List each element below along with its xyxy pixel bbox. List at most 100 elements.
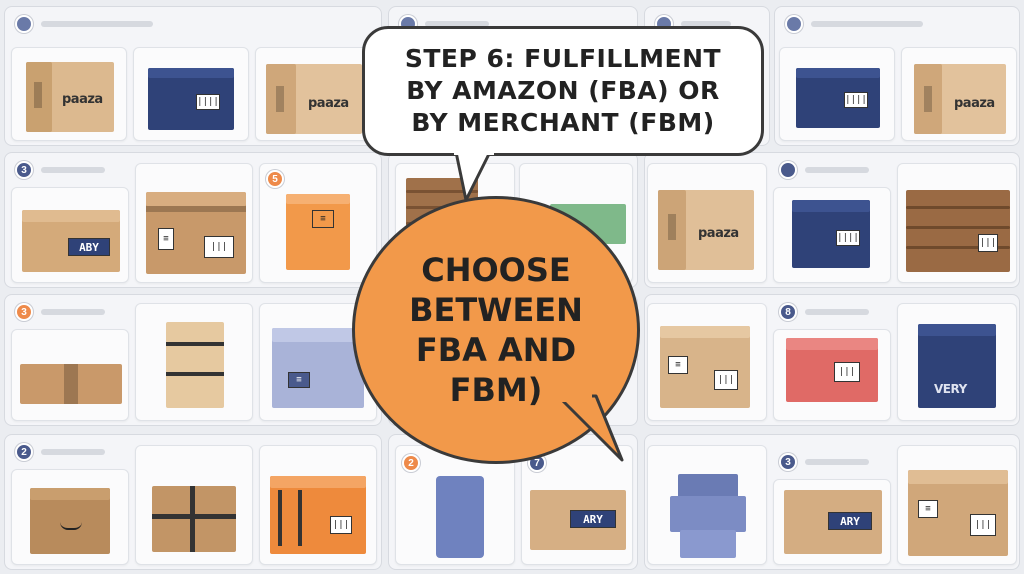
panel-r3-right[interactable]: ≡ ||| 8 ||| VERY: [644, 294, 1020, 426]
step-badge: 2: [402, 454, 420, 472]
placeholder-bar: [805, 309, 869, 315]
shipping-label: |||: [970, 514, 996, 536]
navy-box: VERY: [918, 324, 996, 408]
kraft-box: ARY: [784, 490, 882, 554]
shipping-label: ≡: [288, 372, 310, 388]
orange-box: |||: [270, 476, 366, 554]
panel-r1-far[interactable]: |||| paaza: [774, 6, 1020, 146]
callout-line-1: CHOOSE: [421, 251, 571, 289]
step-badge: 5: [266, 170, 284, 188]
orange-box: ≡: [286, 194, 350, 270]
navy-box: ||||: [792, 200, 870, 268]
red-box: |||: [786, 338, 878, 402]
product-card[interactable]: ||||: [133, 47, 249, 141]
product-card[interactable]: [135, 445, 253, 565]
brick-crate: |||: [906, 190, 1010, 272]
product-card[interactable]: ≡ |||: [897, 445, 1017, 565]
kraft-box: ARY: [530, 490, 626, 550]
panel-r1-left[interactable]: paaza |||| paaza: [4, 6, 382, 146]
shipping-label: ARY: [570, 510, 616, 528]
product-card[interactable]: [135, 303, 253, 421]
robot-box: [670, 474, 746, 558]
product-card[interactable]: [11, 469, 129, 565]
callout-line-3: FBA AND: [415, 331, 577, 369]
shipping-label: |||: [204, 236, 234, 258]
product-card[interactable]: |||: [897, 163, 1017, 283]
shipping-label: |||: [978, 234, 998, 252]
navy-box: ||||: [796, 68, 880, 128]
panel-r3-left[interactable]: 3 ≡: [4, 294, 382, 426]
smile-logo: [60, 522, 82, 530]
product-card[interactable]: paaza: [647, 163, 767, 283]
placeholder-bar: [681, 21, 731, 27]
box-brand-text: paaza: [62, 92, 103, 107]
product-card[interactable]: paaza: [11, 47, 127, 141]
product-card[interactable]: ABY: [11, 187, 129, 283]
product-card[interactable]: paaza: [901, 47, 1017, 141]
placeholder-bar: [41, 449, 105, 455]
kraft-box: ≡ |||: [908, 470, 1008, 556]
kraft-box: paaza: [266, 64, 362, 134]
panel-header: 2: [15, 443, 105, 461]
globe-icon: [15, 15, 33, 33]
lavender-box: ≡: [272, 328, 364, 408]
product-card[interactable]: 5 ≡: [259, 163, 377, 283]
product-card[interactable]: 7 ARY: [521, 445, 633, 565]
callout-text: CHOOSE BETWEEN FBA AND FBM): [409, 250, 583, 410]
placeholder-bar: [811, 21, 923, 27]
product-card[interactable]: ARY: [773, 479, 891, 565]
panel-r2-right[interactable]: paaza |||| |||: [644, 152, 1020, 288]
product-card[interactable]: VERY: [897, 303, 1017, 421]
step-badge: [779, 161, 797, 179]
product-card[interactable]: [11, 329, 129, 421]
product-card[interactable]: ≡ |||: [647, 303, 767, 421]
shipping-label: |||: [714, 370, 738, 390]
panel-r4-right[interactable]: 3 ARY ≡ |||: [644, 434, 1020, 570]
panel-r4-left[interactable]: 2 |||: [4, 434, 382, 570]
kraft-box: [20, 364, 122, 404]
navy-box: ||||: [148, 68, 234, 130]
placeholder-bar: [425, 21, 489, 27]
shipping-label: ABY: [68, 238, 110, 256]
shipping-label: ||||: [836, 230, 860, 246]
product-card[interactable]: ≡ |||: [135, 163, 253, 283]
product-card[interactable]: ||||: [779, 47, 895, 141]
kraft-box: paaza: [658, 190, 754, 270]
shipping-label: |||: [834, 362, 860, 382]
placeholder-bar: [41, 21, 153, 27]
panel-header: [15, 15, 153, 33]
shipping-label: ≡: [158, 228, 174, 250]
panel-r2-left[interactable]: 3 ABY ≡ ||| 5 ≡: [4, 152, 382, 288]
kraft-box: paaza: [26, 62, 114, 132]
box-brand-text: VERY: [934, 382, 967, 396]
step-badge: 3: [779, 453, 797, 471]
product-card[interactable]: 2: [395, 445, 515, 565]
headline-text: STEP 6: FULFILLMENT BY AMAZON (FBA) OR B…: [405, 43, 721, 139]
kraft-box: [152, 486, 236, 552]
callout-bubble-tail: [556, 392, 624, 462]
product-card[interactable]: ||||: [773, 187, 891, 283]
product-card[interactable]: [647, 445, 767, 565]
panel-header: [785, 15, 923, 33]
product-card[interactable]: paaza: [255, 47, 371, 141]
callout-line-2: BETWEEN: [409, 291, 583, 329]
panel-header: 3: [15, 161, 105, 179]
shipping-label: ||||: [196, 94, 220, 110]
callout-speech-bubble: CHOOSE BETWEEN FBA AND FBM): [352, 196, 640, 464]
box-brand-text: paaza: [954, 96, 995, 111]
headline-speech-bubble: STEP 6: FULFILLMENT BY AMAZON (FBA) OR B…: [362, 26, 764, 156]
shipping-label: ≡: [668, 356, 688, 374]
product-card[interactable]: |||: [773, 329, 891, 421]
placeholder-bar: [805, 167, 869, 173]
callout-line-4: FBM): [449, 371, 543, 409]
shipping-label: ||||: [844, 92, 868, 108]
kraft-box: [30, 488, 110, 554]
placeholder-bar: [805, 459, 869, 465]
kraft-box: ≡ |||: [146, 192, 246, 274]
box-brand-text: paaza: [698, 226, 739, 241]
kraft-box: paaza: [914, 64, 1006, 134]
product-card[interactable]: |||: [259, 445, 377, 565]
placeholder-bar: [41, 167, 105, 173]
headline-line-1: STEP 6: FULFILLMENT: [404, 44, 722, 73]
headline-bubble-tail: [454, 150, 494, 202]
